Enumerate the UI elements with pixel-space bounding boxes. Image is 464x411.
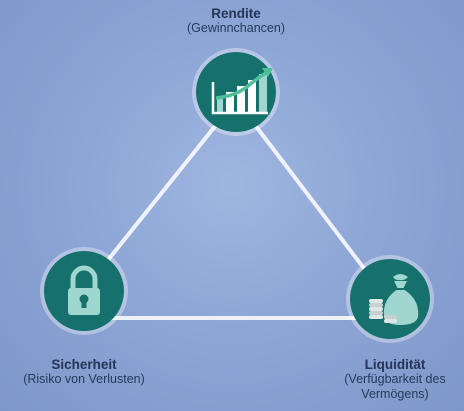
label-liquiditaet-subtitle-line2: Vermögens) — [361, 387, 429, 401]
money-bag-coins-icon — [369, 274, 419, 325]
node-liquiditaet — [350, 259, 430, 339]
label-sicherheit: Sicherheit (Risiko von Verlusten) — [0, 357, 168, 387]
label-sicherheit-subtitle: (Risiko von Verlusten) — [23, 372, 145, 386]
label-liquiditaet: Liquidität (Verfügbarkeit des Vermögens) — [326, 357, 464, 402]
label-liquiditaet-subtitle-line1: (Verfügbarkeit des — [344, 372, 446, 386]
padlock-icon — [68, 265, 100, 315]
node-rendite — [196, 52, 276, 132]
node-sicherheit — [44, 251, 124, 331]
label-sicherheit-title: Sicherheit — [51, 357, 117, 372]
label-rendite-title: Rendite — [211, 6, 261, 21]
connector-top-right — [234, 98, 390, 302]
label-rendite-subtitle: (Gewinnchancen) — [187, 21, 285, 35]
connector-top-left — [82, 98, 238, 292]
label-liquiditaet-title: Liquidität — [364, 357, 426, 372]
label-rendite: Rendite (Gewinnchancen) — [152, 6, 320, 36]
growth-chart-icon — [211, 68, 273, 115]
